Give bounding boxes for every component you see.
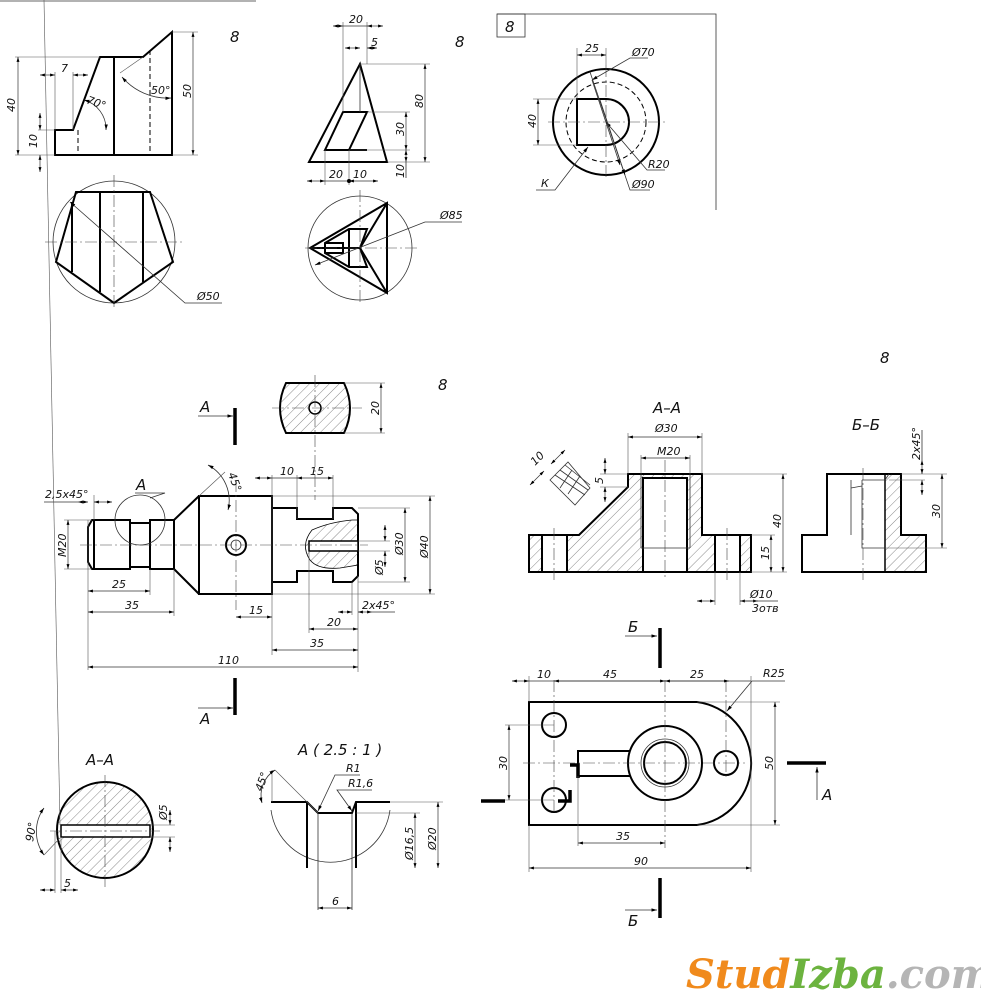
detail-label-a: А bbox=[135, 476, 146, 494]
dim-6: 6 bbox=[332, 895, 339, 908]
dim-15: 15 bbox=[249, 604, 263, 617]
section-title-bb: Б–Б bbox=[852, 416, 880, 434]
svg-text:StudIzba.com: StudIzba.com bbox=[686, 951, 981, 998]
dim-dia30: Ø30 bbox=[654, 422, 678, 435]
top-view-pentagon bbox=[54, 191, 175, 305]
watermark-com: .com bbox=[886, 951, 981, 998]
dim-80: 80 bbox=[413, 94, 426, 108]
dim-dia90: Ø90 bbox=[631, 178, 655, 191]
front-view-outline bbox=[54, 29, 173, 156]
dim-40: 40 bbox=[5, 98, 18, 112]
section-label-a-bottom: А bbox=[199, 710, 210, 728]
dim-25: 25 bbox=[112, 578, 126, 591]
dim-dia10: Ø10 bbox=[749, 588, 773, 601]
dim-10: 10 bbox=[528, 449, 547, 468]
watermark-logo: StudIzba.com bbox=[686, 951, 981, 998]
dim-50: 50 bbox=[763, 756, 776, 770]
d-shape-hole bbox=[576, 98, 630, 146]
dim-25: 25 bbox=[585, 42, 599, 55]
dim-chamfer-2.5x45: 2,5x45° bbox=[45, 488, 89, 501]
dim-25: 25 bbox=[690, 668, 704, 681]
dim-dia30: Ø30 bbox=[393, 532, 406, 556]
panel-bracket-plan: Б Б А 10 45 25 R25 30 50 35 90 bbox=[481, 618, 832, 930]
angle-90: 90° bbox=[23, 821, 39, 842]
section-label-a-top: А bbox=[199, 398, 210, 416]
dim-7: 7 bbox=[61, 62, 68, 75]
angle-45: 45° bbox=[253, 770, 272, 793]
dim-30: 30 bbox=[930, 504, 943, 518]
angle-50: 50° bbox=[151, 84, 171, 97]
variant-number: 8 bbox=[880, 349, 890, 367]
angle-70: 70° bbox=[85, 94, 108, 113]
dim-45: 45 bbox=[603, 668, 617, 681]
detail-title: А ( 2.5 : 1 ) bbox=[297, 741, 382, 759]
watermark-stud: Stud bbox=[686, 951, 790, 998]
dim-m20: M20 bbox=[657, 445, 681, 458]
dim-50: 50 bbox=[181, 84, 194, 98]
panel-ring: 8 25 Ø70 40 R20 К Ø90 bbox=[496, 13, 717, 210]
plan-outline bbox=[528, 701, 753, 826]
section-label-b-bottom: Б bbox=[628, 912, 638, 930]
dim-40: 40 bbox=[526, 114, 539, 128]
panel-detail-a: А ( 2.5 : 1 ) 6 45° R1 R1,6 Ø16,5 Ø20 bbox=[253, 741, 443, 910]
dim-10: 10 bbox=[394, 164, 407, 178]
dim-dia40: Ø40 bbox=[418, 535, 431, 559]
dim-30: 30 bbox=[497, 756, 510, 770]
dim-20-bottom: 20 bbox=[329, 168, 343, 181]
dim-40: 40 bbox=[771, 514, 784, 528]
section-title-aa: А–А bbox=[652, 399, 681, 417]
rib-fragment bbox=[549, 461, 591, 506]
panel-bracket-sections: 8 А–А 10 5 Ø30 M20 40 15 Ø10 3отв Б–Б bbox=[528, 349, 947, 615]
dim-dia20: Ø20 bbox=[426, 827, 439, 851]
variant-number: 8 bbox=[505, 18, 515, 36]
variant-number: 8 bbox=[455, 33, 465, 51]
dim-dia50: Ø50 bbox=[196, 290, 220, 303]
dim-dia85: Ø85 bbox=[439, 209, 463, 222]
dim-5: 5 bbox=[371, 36, 378, 49]
dim-10: 10 bbox=[537, 668, 551, 681]
panel-shaft: 8 20 А А А 2,5x45° M20 45° 10 15 bbox=[44, 375, 448, 728]
dim-r1: R1 bbox=[346, 762, 361, 775]
dim-90: 90 bbox=[634, 855, 648, 868]
dim-35-right: 35 bbox=[310, 637, 324, 650]
label-k: К bbox=[541, 177, 550, 190]
panel-pyramid-cut: 20 5 80 30 10 20 10 8 Ø85 bbox=[305, 13, 465, 305]
dim-r20: R20 bbox=[648, 158, 670, 171]
dim-5: 5 bbox=[64, 877, 71, 890]
dim-m20: M20 bbox=[56, 534, 69, 558]
dim-10-bottom: 10 bbox=[353, 168, 367, 181]
dim-15-top: 15 bbox=[310, 465, 324, 478]
variant-number: 8 bbox=[230, 28, 240, 46]
angle-45: 45° bbox=[225, 471, 244, 494]
dim-20-section: 20 bbox=[369, 401, 382, 415]
panel-prism-cut: 40 10 7 70° 50° 50 8 Ø50 bbox=[5, 28, 240, 310]
section-label-b-top: Б bbox=[628, 618, 638, 636]
section-label-a: А bbox=[821, 786, 832, 804]
dim-30: 30 bbox=[394, 122, 407, 136]
dim-chamfer-2x45: 2x45° bbox=[362, 599, 395, 612]
dim-dia16-5: Ø16,5 bbox=[403, 827, 416, 861]
dim-110: 110 bbox=[218, 654, 239, 667]
dim-dia5: Ø5 bbox=[157, 804, 170, 821]
dim-r1-6: R1,6 bbox=[348, 777, 373, 790]
dim-35: 35 bbox=[616, 830, 630, 843]
holes-count: 3отв bbox=[752, 602, 779, 615]
panel-section-aa-round: А–А 90° Ø5 5 bbox=[23, 0, 175, 893]
variant-number: 8 bbox=[438, 376, 448, 394]
dim-15: 15 bbox=[759, 546, 772, 560]
watermark-izba: Izba bbox=[789, 951, 885, 998]
dim-dia70: Ø70 bbox=[631, 46, 655, 59]
dim-r25: R25 bbox=[763, 667, 785, 680]
dim-5: 5 bbox=[593, 477, 606, 484]
dim-chamfer-2x45: 2x45° bbox=[910, 427, 923, 460]
dim-dia5: Ø5 bbox=[373, 559, 386, 576]
dim-20-top: 20 bbox=[349, 13, 363, 26]
dim-10: 10 bbox=[280, 465, 294, 478]
dim-20: 20 bbox=[327, 616, 341, 629]
thread bbox=[87, 519, 131, 570]
dim-10: 10 bbox=[27, 134, 40, 148]
section-title: А–А bbox=[85, 751, 114, 769]
dim-35-left: 35 bbox=[125, 599, 139, 612]
